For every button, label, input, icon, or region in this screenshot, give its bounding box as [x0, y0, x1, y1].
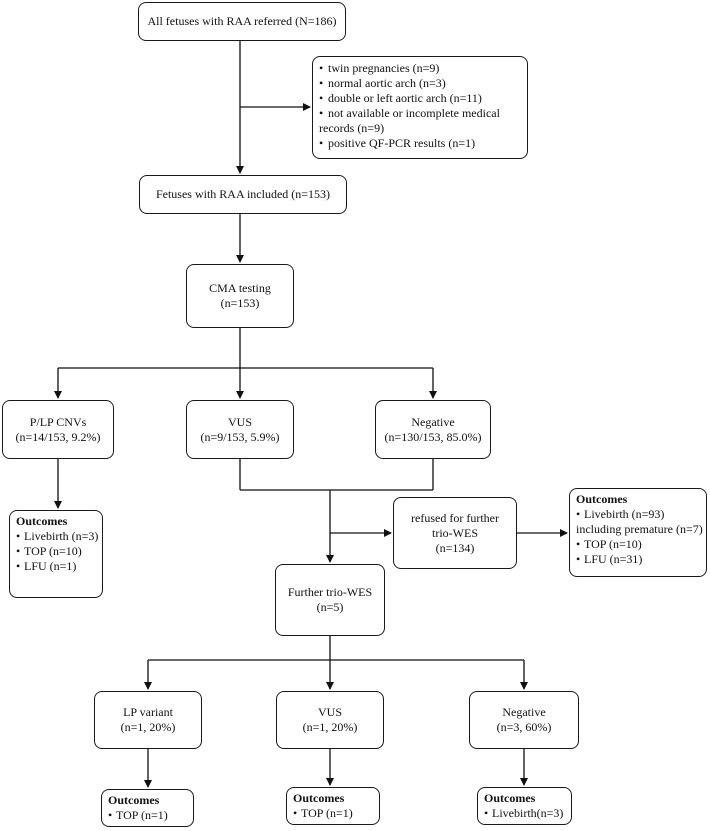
outcome-item: Livebirth (n=93)	[576, 507, 700, 522]
refused-line2: trio-WES	[432, 525, 478, 540]
outcomes-refused-box: Outcomes Livebirth (n=93) including prem…	[569, 488, 707, 577]
vus1-title: VUS	[227, 414, 252, 429]
outcomes-title: Outcomes	[576, 492, 628, 506]
outcome-item-continuation: including premature (n=7)	[576, 522, 703, 536]
vus1-count: (n=9/153, 5.9%)	[200, 429, 280, 444]
wes-title: Further trio-WES	[287, 585, 373, 599]
outcomes-neg-box: Outcomes Livebirth(n=3)	[477, 787, 572, 825]
cma-count: (n=153)	[220, 296, 260, 310]
excluded-item: twin pregnancies (n=9)	[319, 61, 521, 76]
excluded-item-continuation: records (n=9)	[319, 121, 385, 135]
outcomes-title: Outcomes	[108, 793, 160, 807]
plp-cnvs-box: P/LP CNVs (n=14/153, 9.2%)	[2, 400, 114, 459]
outcome-item: TOP (n=1)	[108, 808, 187, 823]
neg1-title: Negative	[411, 414, 455, 429]
outcomes-lp-box: Outcomes TOP (n=1)	[101, 789, 194, 827]
outcomes-title: Outcomes	[16, 514, 68, 528]
outcome-item: LFU (n=31)	[576, 552, 700, 567]
refused-count: (n=134)	[435, 540, 475, 555]
outcome-item: Livebirth(n=3)	[484, 806, 565, 821]
negative-cma-box: Negative (n=130/153, 85.0%)	[375, 400, 491, 459]
refused-line1: refused for further	[411, 510, 499, 525]
outcomes-vus-box: Outcomes TOP (n=1)	[286, 787, 380, 825]
neg1-count: (n=130/153, 85.0%)	[384, 429, 482, 444]
cma-title: CMA testing	[209, 281, 271, 295]
excluded-item: not available or incomplete medical	[319, 106, 521, 121]
outcome-item: Livebirth (n=3)	[16, 529, 98, 544]
lp-variant-box: LP variant (n=1, 20%)	[94, 691, 202, 749]
vus-cma-box: VUS (n=9/153, 5.9%)	[186, 400, 294, 459]
excluded-item: normal aortic arch (n=3)	[319, 76, 521, 91]
wes-count: (n=5)	[316, 600, 344, 614]
negative-wes-box: Negative (n=3, 60%)	[469, 691, 579, 749]
plp-count: (n=14/153, 9.2%)	[15, 429, 101, 444]
outcome-item: TOP (n=10)	[576, 537, 700, 552]
cma-box: CMA testing (n=153)	[186, 264, 294, 328]
neg2-count: (n=3, 60%)	[496, 720, 552, 734]
vus-wes-box: VUS (n=1, 20%)	[276, 691, 384, 749]
outcomes-plp-box: Outcomes Livebirth (n=3) TOP (n=10) LFU …	[9, 510, 103, 598]
included-box: Fetuses with RAA included (n=153)	[139, 175, 347, 214]
excluded-box: twin pregnancies (n=9) normal aortic arc…	[312, 56, 528, 159]
outcomes-title: Outcomes	[484, 791, 536, 805]
outcome-item: LFU (n=1)	[16, 559, 96, 574]
excluded-item: double or left aortic arch (n=11)	[319, 91, 521, 106]
refused-box: refused for further trio-WES (n=134)	[393, 497, 517, 569]
included-text: Fetuses with RAA included (n=153)	[155, 187, 331, 201]
plp-title: P/LP CNVs	[29, 414, 87, 429]
outcomes-title: Outcomes	[293, 791, 345, 805]
referred-text: All fetuses with RAA referred (N=186)	[147, 14, 337, 28]
lp-title: LP variant	[123, 705, 173, 719]
lp-count: (n=1, 20%)	[120, 720, 176, 734]
vus2-count: (n=1, 20%)	[302, 720, 358, 734]
referred-box: All fetuses with RAA referred (N=186)	[138, 2, 346, 41]
neg2-title: Negative	[502, 705, 546, 719]
outcome-item: TOP (n=10)	[16, 544, 96, 559]
outcome-item: TOP (n=1)	[293, 806, 373, 821]
excluded-item: positive QF-PCR results (n=1)	[319, 136, 521, 151]
trio-wes-box: Further trio-WES (n=5)	[275, 564, 385, 636]
vus2-title: VUS	[317, 705, 342, 719]
